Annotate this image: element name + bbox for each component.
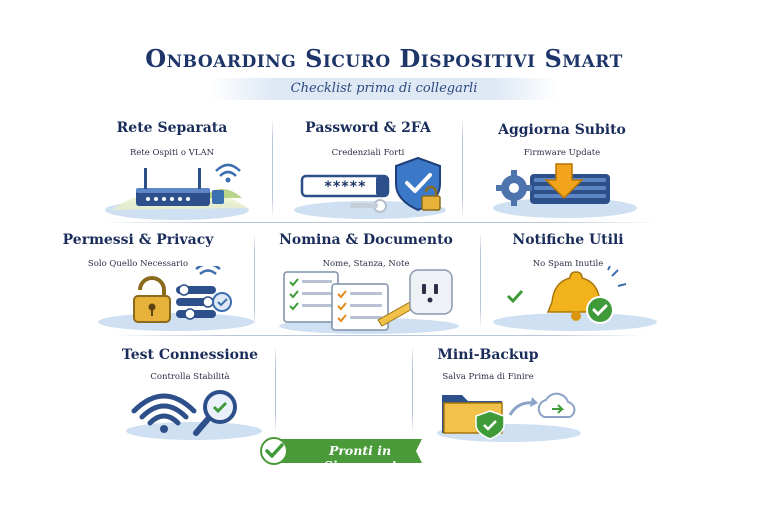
folder-cloud-icon xyxy=(437,392,581,442)
svg-text:*****: ***** xyxy=(324,179,366,195)
divider xyxy=(100,222,660,223)
firmware-update-icon xyxy=(493,163,637,218)
divider xyxy=(254,232,255,328)
router-wifi-icon xyxy=(105,163,249,220)
page-subtitle: Checklist prima di collegarli xyxy=(290,81,478,96)
bell-check-icon xyxy=(493,266,657,331)
page-title: Onboarding Sicuro Dispositivi Smart xyxy=(145,44,623,73)
card-title: Rete Separata xyxy=(116,120,228,136)
card-mini-backup: Mini-Backup Salva Prima di Finire xyxy=(388,343,588,443)
card-title: Nomina & Documento xyxy=(279,232,453,248)
card-permessi-privacy: Permessi & Privacy Solo Quello Necessari… xyxy=(38,230,254,331)
card-subtitle: Rete Ospiti o VLAN xyxy=(129,148,215,158)
card-subtitle: Firmware Update xyxy=(523,148,601,158)
card-test-connessione: Test Connessione Controlla Stabilità xyxy=(90,343,290,443)
password-shield-icon: ***** xyxy=(294,156,446,219)
divider xyxy=(272,118,273,218)
banner-label: Pronti in Sicurezza! xyxy=(323,443,397,473)
card-subtitle: Credenziali Forti xyxy=(331,148,405,158)
card-password-2fa: Password & 2FA Credenziali Forti ***** xyxy=(268,118,468,219)
card-title: Aggiorna Subito xyxy=(498,122,626,138)
card-title: Test Connessione xyxy=(121,347,259,363)
subtitle-band xyxy=(210,78,558,100)
divider xyxy=(412,345,413,433)
wifi-magnifier-icon xyxy=(126,390,262,440)
card-title: Password & 2FA xyxy=(305,120,431,136)
lock-toggles-icon xyxy=(98,266,254,331)
card-aggiorna-subito: Aggiorna Subito Firmware Update xyxy=(462,118,662,218)
card-nomina-documento: Nomina & Documento Nome, Stanza, Note xyxy=(266,230,466,334)
card-subtitle: No Spam Inutile xyxy=(532,259,604,269)
card-title: Mini-Backup xyxy=(437,347,539,363)
divider xyxy=(480,232,481,328)
card-subtitle: Nome, Stanza, Note xyxy=(322,259,410,269)
divider xyxy=(462,118,463,218)
card-subtitle: Controlla Stabilità xyxy=(150,372,230,382)
card-subtitle: Salva Prima di Finire xyxy=(442,372,534,382)
banner-ribbon xyxy=(260,437,422,465)
checklist-plug-icon xyxy=(279,269,459,334)
ready-banner: Pronti in Sicurezza! xyxy=(258,436,430,473)
divider xyxy=(275,345,276,433)
card-title: Permessi & Privacy xyxy=(62,232,214,248)
card-notifiche-utili: Notifiche Utili No Spam Inutile xyxy=(468,230,668,331)
card-rete-separata: Rete Separata Rete Ospiti o VLAN xyxy=(72,118,272,220)
card-subtitle: Solo Quello Necessario xyxy=(87,259,189,269)
divider xyxy=(110,335,650,336)
card-title: Notifiche Utili xyxy=(512,232,624,248)
